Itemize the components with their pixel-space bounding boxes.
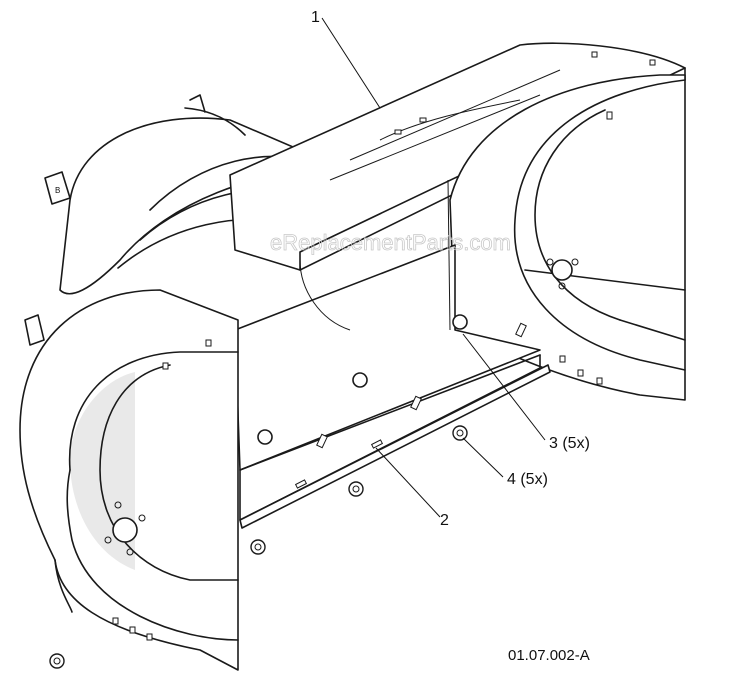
leader-line-3 xyxy=(462,333,546,441)
flange-nut xyxy=(49,653,65,669)
leader-line-1 xyxy=(321,17,381,109)
svg-text:B: B xyxy=(55,186,60,195)
leader-line-2 xyxy=(375,447,441,518)
leader-line-4 xyxy=(462,437,504,478)
callout-4: 4 (5x) xyxy=(507,471,548,488)
callout-2: 2 xyxy=(440,512,449,529)
left-side-plate xyxy=(19,289,239,671)
flange-nut xyxy=(452,425,468,441)
flange-nut xyxy=(348,481,364,497)
flange-nut xyxy=(250,539,266,555)
right-side-plate xyxy=(449,74,686,401)
callout-3: 3 (5x) xyxy=(549,435,590,452)
callout-1: 1 xyxy=(311,9,320,26)
watermark-text: eReplacementParts.com xyxy=(270,230,511,255)
drawing-code: 01.07.002-A xyxy=(508,647,590,664)
scraper-bar xyxy=(239,364,551,529)
